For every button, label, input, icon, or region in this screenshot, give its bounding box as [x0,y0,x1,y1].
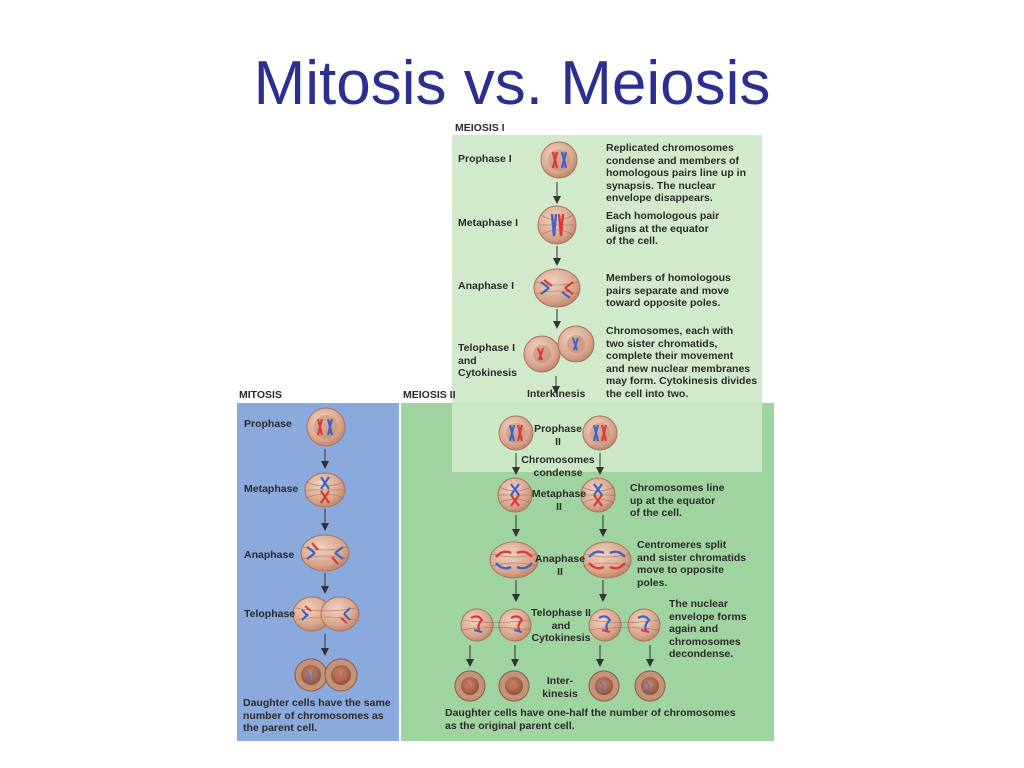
mitosis-metaphase-label: Metaphase [244,483,299,495]
meiosis2-anaphase-cell-right [582,541,632,579]
meiosis2-metaphase-cell-right [580,477,616,513]
mitosis-footer: Daughter cells have the same number of c… [243,697,391,734]
meiosis1-panel [452,135,762,472]
meiosis2-prophase-cell-left [498,415,534,451]
mitosis-header: MITOSIS [239,389,282,401]
mitosis-prophase-label: Prophase [244,418,292,430]
meiosis1-prophase-label: Prophase I [458,153,512,165]
meiosis1-telophase-cell [523,325,595,373]
meiosis1-anaphase-desc: Members of homologous pairs separate and… [606,272,731,309]
meiosis1-metaphase-cell [537,205,577,245]
meiosis1-anaphase-cell [533,268,581,308]
meiosis2-metaphase-cell-left [497,477,533,513]
meiosis2-prophase-label: Prophase II [534,423,582,448]
meiosis1-prophase-desc: Replicated chromosomes condense and memb… [606,142,747,204]
mitosis-telophase-label: Telophase [244,608,296,620]
mitosis-prophase-cell [306,407,346,447]
meiosis1-metaphase-desc: Each homologous pair aligns at the equat… [606,210,720,247]
meiosis2-telophase-desc: The nuclear envelope forms again and chr… [669,598,747,660]
meiosis1-header: MEIOSIS I [455,122,505,134]
meiosis2-daughter-cells [454,670,666,702]
mitosis-anaphase-label: Anaphase [244,549,295,561]
meiosis2-prophase-note: Chromosomes condense [521,454,595,479]
mitosis-metaphase-cell [304,472,346,508]
meiosis2-anaphase-desc: Centromeres split and sister chromatids … [637,539,747,589]
meiosis1-metaphase-label: Metaphase I [458,217,519,229]
meiosis2-interkinesis-label: Inter- kinesis [542,675,578,700]
mitosis-anaphase-cell [300,534,350,572]
meiosis2-telophase-label: Telophase II and Cytokinesis [531,607,591,644]
meiosis2-anaphase-cell-left [489,541,539,579]
meiosis2-metaphase-desc: Chromosomes line up at the equator of th… [630,482,725,519]
meiosis2-prophase-cell-right [582,415,618,451]
mitosis-daughter-cells [294,658,358,692]
meiosis1-prophase-cell [540,141,578,179]
meiosis2-telophase-cell-left [460,608,532,642]
meiosis2-telophase-cell-right [588,608,661,642]
meiosis1-telophase-label: Telophase I and Cytokinesis [458,342,517,379]
meiosis2-metaphase-label: Metaphase II [531,488,587,513]
meiosis2-anaphase-label: Anaphase II [534,553,586,578]
meiosis2-header: MEIOSIS II [403,389,456,401]
meiosis1-telophase-desc: Chromosomes, each with two sister chroma… [606,325,758,400]
meiosis1-anaphase-label: Anaphase I [458,280,515,292]
meiosis1-interkinesis-label: Interkinesis [527,388,586,400]
page-title: Mitosis vs. Meiosis [253,49,771,118]
mitosis-telophase-cell [292,596,360,632]
meiosis2-footer: Daughter cells have one-half the number … [445,707,736,732]
